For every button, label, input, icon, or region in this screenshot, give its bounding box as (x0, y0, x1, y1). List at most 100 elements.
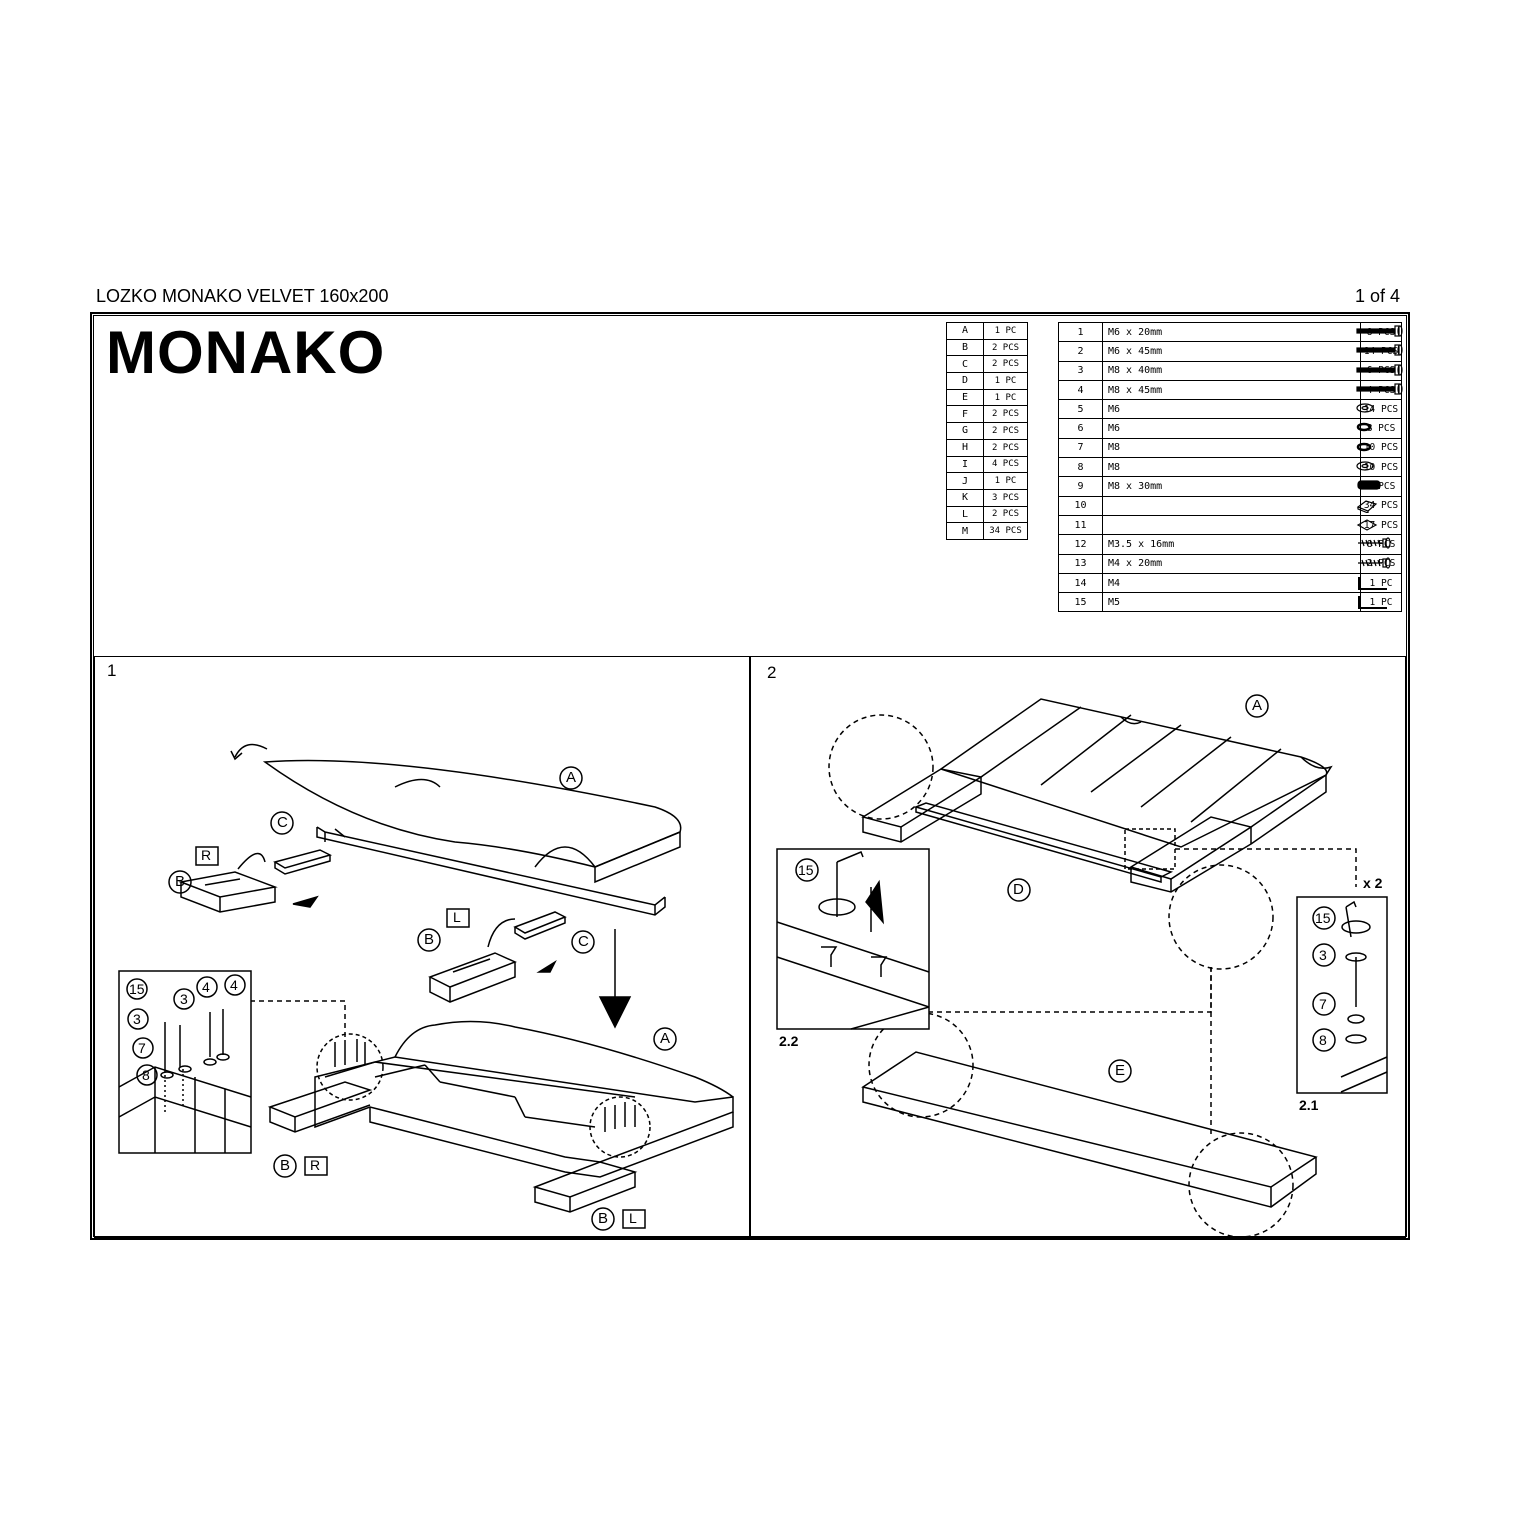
callout-8: 8 (142, 1067, 150, 1083)
part-letter: H (946, 438, 984, 457)
product-brand: MONAKO (106, 319, 386, 386)
part-letter: G (946, 422, 984, 440)
hardware-spec-cell: M8 (1102, 457, 1374, 478)
hardware-number: 6 (1058, 418, 1103, 439)
part-quantity: 34 PCS (983, 522, 1028, 540)
document-title: LOZKO MONAKO VELVET 160x200 (96, 286, 389, 306)
hardware-table: 1M6 x 20mm8 PCS2M6 x 45mm14 PCS3M8 x 40m… (1058, 321, 1403, 613)
callout-B: B (280, 1157, 291, 1174)
part-quantity: 2 PCS (983, 422, 1028, 440)
part-letter: C (946, 355, 984, 374)
part-letter: I (946, 455, 984, 474)
hardware-row: 2M6 x 45mm14 PCS (1058, 341, 1403, 362)
hardware-spec-cell (1102, 514, 1378, 536)
callout-8: 8 (1319, 1032, 1327, 1048)
part-letter: M (946, 522, 984, 540)
part-quantity: 3 PCS (983, 488, 1028, 507)
tag-L: L (629, 1210, 637, 1226)
hardware-spec-cell: M6 x 45mm (1102, 341, 1403, 362)
hardware-spec: M8 (1108, 442, 1121, 454)
callout-A: A (566, 769, 577, 786)
part-quantity: 1 PC (983, 322, 1028, 340)
callout-3: 3 (1319, 947, 1327, 963)
hardware-spec: M4 (1108, 577, 1121, 589)
part-letter: F (946, 405, 984, 424)
hardware-spec-cell: M6 x 20mm (1102, 321, 1403, 343)
hardware-number: 4 (1058, 379, 1103, 401)
part-letter: D (946, 372, 984, 390)
callout-7: 7 (1319, 996, 1327, 1012)
hardware-spec-cell: M8 x 40mm (1102, 360, 1403, 381)
hardware-number: 14 (1058, 572, 1103, 594)
callout-15: 15 (798, 862, 814, 878)
callout-3: 3 (180, 991, 188, 1007)
hardware-quantity: 10 PCS (1360, 437, 1402, 459)
hardware-row: 3M8 x 40mm6 PCS (1058, 360, 1403, 381)
hardware-spec-cell: M8 (1102, 437, 1372, 459)
hardware-spec: M8 x 30mm (1108, 481, 1163, 493)
callout-D: D (1013, 881, 1024, 898)
part-quantity: 2 PCS (983, 338, 1028, 357)
hardware-spec: M8 (1108, 461, 1121, 473)
callout-A: A (1252, 697, 1263, 714)
callout-7: 7 (138, 1040, 146, 1056)
hardware-spec: M3.5 x 16mm (1108, 538, 1175, 550)
part-letter: A (946, 322, 984, 340)
hardware-spec-cell: M6 (1102, 418, 1372, 439)
hardware-row: 4M8 x 45mm4 PCS (1058, 379, 1403, 401)
hardware-spec: M6 x 45mm (1108, 345, 1163, 357)
hardware-spec: M6 (1108, 423, 1121, 435)
part-quantity: 1 PC (983, 388, 1028, 407)
callout-15: 15 (129, 981, 145, 997)
hardware-spec: M6 x 20mm (1108, 326, 1163, 338)
hardware-number: 9 (1058, 476, 1103, 497)
hardware-spec-cell: M5 (1102, 592, 1387, 613)
hardware-spec-cell (1102, 495, 1378, 516)
callout-4: 4 (202, 979, 210, 995)
callout-B: B (175, 873, 186, 890)
hardware-spec-cell: M3.5 x 16mm (1102, 534, 1391, 555)
part-letter: B (946, 338, 984, 357)
hardware-row: 1M6 x 20mm8 PCS (1058, 321, 1403, 343)
hardware-spec: M8 x 40mm (1108, 365, 1163, 377)
hardware-number: 2 (1058, 341, 1103, 362)
hardware-number: 15 (1058, 592, 1103, 613)
hardware-spec: M6 (1108, 403, 1121, 415)
hardware-number: 11 (1058, 514, 1103, 536)
tag-R: R (201, 847, 212, 863)
step-1-illustration (118, 743, 734, 1231)
callout-4: 4 (230, 977, 238, 993)
hardware-spec-cell: M6 (1102, 399, 1374, 420)
hardware-number: 5 (1058, 399, 1103, 420)
callout-A: A (660, 1030, 671, 1047)
callout-3: 3 (133, 1011, 141, 1027)
callout-C: C (578, 933, 589, 950)
part-quantity: 1 PC (983, 472, 1028, 490)
detail-label-2-1: 2.1 (1299, 1097, 1319, 1113)
tag-L: L (453, 909, 461, 925)
hardware-spec: M8 x 45mm (1108, 384, 1163, 396)
step-1-panel: 1 (94, 656, 750, 1238)
part-quantity: 2 PCS (983, 438, 1028, 457)
callout-C: C (277, 814, 288, 831)
callout-E: E (1115, 1062, 1126, 1079)
